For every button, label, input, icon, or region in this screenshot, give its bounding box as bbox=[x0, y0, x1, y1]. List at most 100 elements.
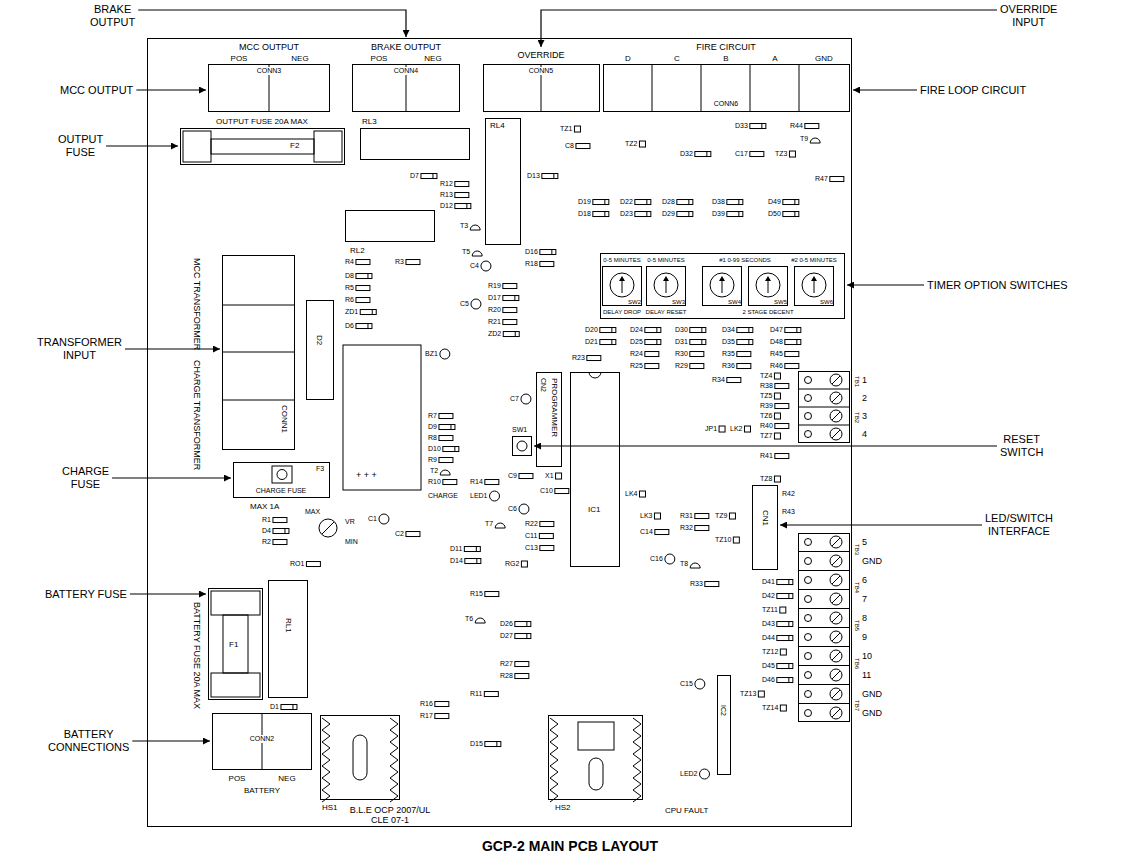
component-footprint bbox=[273, 529, 289, 534]
leader-arrow bbox=[132, 740, 210, 741]
component-footprint bbox=[688, 200, 689, 205]
part-label: F2 bbox=[290, 141, 299, 150]
designator-label: BZ1 bbox=[425, 350, 438, 358]
part-label: OVERRIDE bbox=[517, 50, 564, 60]
connector-divider bbox=[701, 64, 702, 112]
component-footprint bbox=[526, 622, 527, 627]
callout-label: OUTPUT FUSE bbox=[58, 133, 103, 158]
terminal-screw bbox=[832, 394, 840, 402]
designator-label: R5 bbox=[345, 284, 354, 292]
component-footprint bbox=[656, 340, 657, 345]
component-footprint bbox=[542, 174, 558, 179]
terminal-screw bbox=[805, 413, 812, 420]
component-footprint bbox=[481, 261, 491, 271]
component-footprint bbox=[454, 447, 455, 452]
component-footprint bbox=[639, 141, 645, 147]
part-label: F1 bbox=[229, 640, 238, 649]
terminal-screw bbox=[798, 646, 850, 647]
component-footprint bbox=[645, 340, 661, 345]
part-label: CONN3 bbox=[256, 67, 283, 75]
part-label: BATTERY FUSE 20A MAX bbox=[192, 602, 202, 709]
designator-label: ZD1 bbox=[345, 308, 358, 316]
component-footprint bbox=[744, 426, 750, 432]
component-outline: POSNEGBATTERYCONN2 bbox=[212, 713, 312, 770]
part-label: MCC TRANSFORMER bbox=[192, 258, 202, 350]
terminal-screw bbox=[830, 707, 842, 719]
designator-label: R6 bbox=[345, 296, 354, 304]
component-footprint bbox=[783, 212, 799, 217]
component-footprint bbox=[540, 262, 554, 267]
designator-label: D46 bbox=[762, 676, 775, 684]
component-outline: SW6 bbox=[794, 266, 834, 306]
component-footprint bbox=[777, 622, 793, 627]
component-footprint bbox=[737, 340, 753, 345]
rotary-switch bbox=[622, 279, 623, 293]
designator-label: C17 bbox=[735, 150, 748, 158]
designator-label: R10 bbox=[428, 478, 441, 486]
callout-label: TRANSFORMER INPUT bbox=[37, 336, 122, 361]
component-footprint bbox=[656, 328, 657, 333]
component-footprint bbox=[777, 664, 793, 669]
component-footprint bbox=[464, 547, 480, 552]
component-footprint bbox=[360, 310, 376, 315]
component-footprint bbox=[777, 664, 793, 669]
component-footprint bbox=[794, 212, 795, 217]
component-footprint bbox=[785, 328, 801, 333]
component-footprint bbox=[455, 193, 469, 198]
heatsink-hatch bbox=[353, 735, 367, 780]
switch-pointer bbox=[663, 276, 669, 281]
designator-label: C5 bbox=[460, 300, 469, 308]
component-footprint bbox=[440, 470, 450, 475]
component-footprint bbox=[750, 124, 766, 129]
component-footprint bbox=[484, 692, 498, 697]
designator-label: RG2 bbox=[505, 560, 519, 568]
component-footprint bbox=[780, 607, 786, 613]
component-footprint bbox=[761, 124, 762, 129]
terminal-screw bbox=[798, 589, 850, 590]
component-footprint bbox=[690, 340, 706, 345]
designator-label: LK2 bbox=[730, 425, 742, 433]
component-footprint bbox=[655, 530, 669, 535]
part-label: CONN2 bbox=[249, 735, 276, 743]
designator-label: R31 bbox=[680, 512, 693, 520]
terminal-screw bbox=[805, 431, 812, 438]
designator-label: R33 bbox=[690, 580, 703, 588]
part-label: BATTERY bbox=[244, 786, 280, 795]
connector-divider bbox=[222, 352, 295, 353]
designator-label: TZ2 bbox=[625, 140, 637, 148]
designator-label: D25 bbox=[630, 338, 643, 346]
component-footprint bbox=[540, 522, 554, 527]
part-outline bbox=[517, 441, 527, 451]
terminal-screw bbox=[805, 577, 812, 584]
component-footprint bbox=[690, 340, 706, 345]
component-footprint bbox=[476, 547, 477, 552]
terminal-screw bbox=[832, 595, 840, 603]
component-footprint bbox=[737, 352, 751, 357]
callout-label: CHARGE FUSE bbox=[62, 465, 109, 490]
callout-label: RESET SWITCH bbox=[1000, 433, 1043, 458]
callout-label: BRAKE OUTPUT bbox=[90, 3, 135, 28]
designator-label: LED2 bbox=[680, 770, 698, 778]
designator-label: R40 bbox=[760, 422, 773, 430]
rotary-switch bbox=[768, 279, 769, 293]
part-label: CHARGE FUSE bbox=[256, 487, 307, 495]
part-label: 6 bbox=[862, 575, 867, 585]
component-outline: OUTPUT FUSE 20A MAXF2 bbox=[180, 128, 345, 165]
component-footprint bbox=[471, 299, 481, 309]
component-outline: BRAKE OUTPUTPOSNEGCONN4 bbox=[352, 64, 460, 112]
heatsink-hatch bbox=[633, 718, 641, 802]
designator-label: TB7 bbox=[853, 700, 860, 711]
rotary-switch bbox=[654, 273, 678, 297]
component-outline: SW5 bbox=[748, 266, 788, 306]
designator-label: TB5 bbox=[853, 620, 860, 631]
terminal-screw bbox=[798, 703, 850, 704]
component-footprint bbox=[677, 212, 693, 217]
terminal-screw bbox=[832, 538, 840, 546]
component-footprint bbox=[794, 200, 795, 205]
designator-label: C6 bbox=[508, 505, 517, 513]
leader-arrow bbox=[112, 477, 231, 478]
part-label: GND bbox=[862, 556, 882, 566]
component-footprint bbox=[748, 340, 749, 345]
designator-label: R30 bbox=[675, 350, 688, 358]
